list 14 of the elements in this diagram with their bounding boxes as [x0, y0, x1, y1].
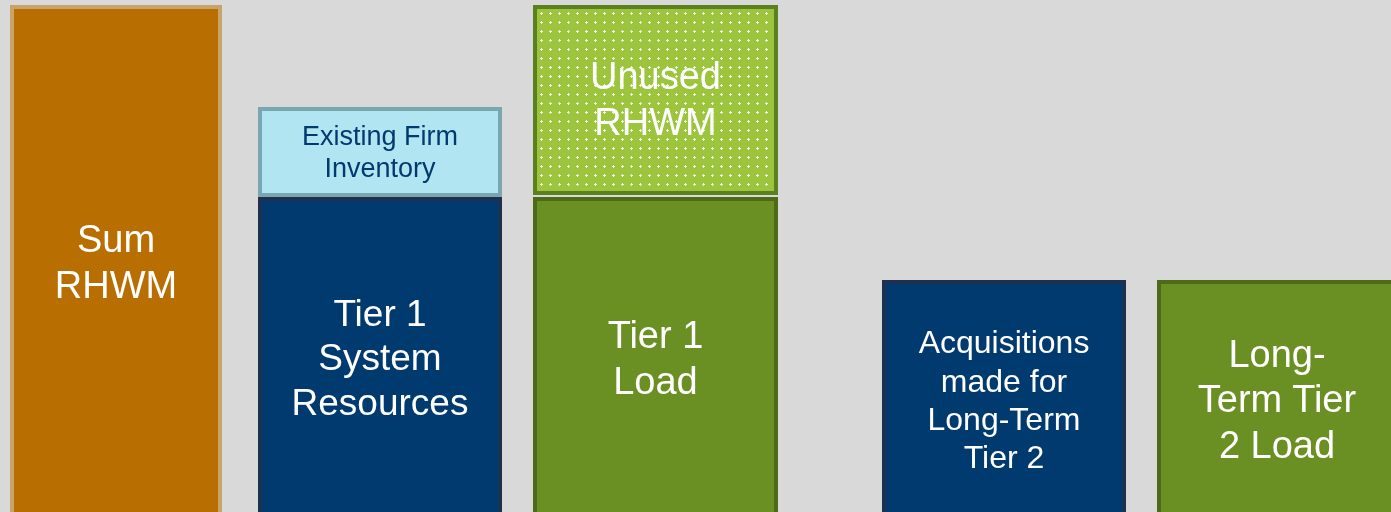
- block-label: Existing Firm Inventory: [301, 119, 459, 185]
- bar-block: [1157, 280, 1391, 512]
- bar-block: [533, 197, 778, 512]
- bar-block: [258, 197, 502, 512]
- bar-block: [882, 280, 1126, 512]
- block-label: Sum RHWM: [53, 216, 179, 308]
- block-label: Unused RHWM: [589, 54, 722, 145]
- bar-block: [10, 5, 222, 512]
- block-label: Long-Term Tier 2 Load: [1196, 331, 1358, 468]
- bar-block: [258, 107, 502, 197]
- block-label: Tier 1 System Resources: [290, 291, 470, 425]
- dotted-bar-block: [533, 5, 778, 195]
- block-label: Acquisitions made for Long-Term Tier 2: [917, 323, 1091, 477]
- block-label: Tier 1 Load: [606, 312, 705, 404]
